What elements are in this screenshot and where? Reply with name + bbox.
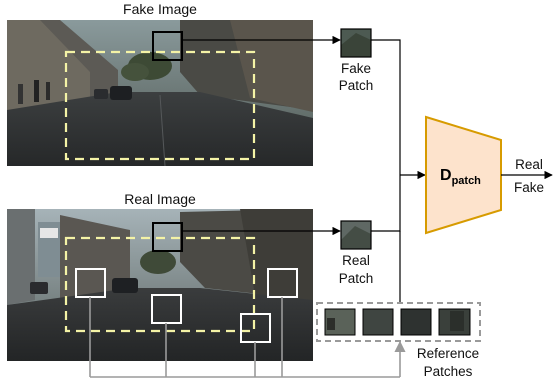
reference-label-line2: Patches [424,364,473,379]
output-fake-label: Fake [514,180,544,195]
reference-thumbnail-1 [324,308,356,336]
discriminator-block [425,115,502,235]
reference-thumbnail-3 [400,308,432,336]
output-real-label: Real [515,157,543,172]
fake-image [7,20,313,167]
real-patch-selection [152,222,183,252]
real-dashed-region [64,236,256,333]
real-patch-label-line1: Real [342,253,370,268]
fake-dashed-region [64,50,256,161]
fake-patch-label-line2: Patch [339,78,374,93]
discriminator-label: Dpatch [440,167,481,187]
real-patch-thumbnail [340,220,372,250]
fake-patch-selection [152,31,183,61]
fake-patch-thumbnail [340,28,372,58]
reference-thumbnail-4 [438,308,471,336]
fake-to-d-line [371,39,401,175]
reference-thumbnail-2 [362,308,394,336]
real-image [7,209,313,361]
real-to-d-line [371,175,401,232]
fake-image-title: Fake Image [123,1,197,17]
reference-label-line1: Reference [417,346,479,361]
reference-connectors [89,297,406,378]
real-patch-label-line2: Patch [339,271,374,286]
real-image-title: Real Image [124,191,196,207]
fake-patch-label-line1: Fake [341,61,371,76]
